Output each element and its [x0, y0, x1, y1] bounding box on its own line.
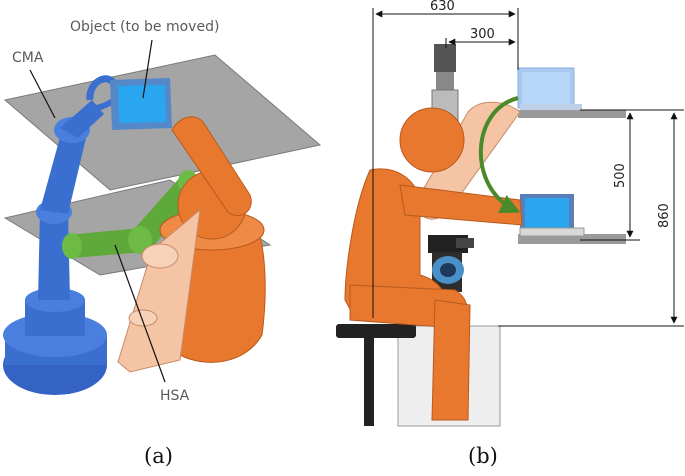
upper-shelf-b: [518, 110, 626, 118]
laptop-upper: [517, 67, 582, 110]
caption-b: (b): [468, 444, 498, 468]
human-a: [117, 116, 266, 373]
dim-300: 300: [470, 27, 495, 42]
panel-a: Object (to be moved) CMA HSA (a): [3, 19, 322, 468]
panel-b: 630 300 500 860 (b): [336, 0, 684, 468]
cma-robot: [3, 75, 123, 395]
dim-860: 860: [657, 203, 672, 228]
leader-hsa: [114, 244, 166, 383]
laptop-lower: [519, 194, 585, 237]
label-object: Object (to be moved): [70, 19, 219, 35]
dimension-lines: [372, 8, 684, 327]
motion-arrow: [478, 96, 521, 214]
label-cma: CMA: [12, 50, 44, 66]
dim-500: 500: [613, 163, 628, 188]
object-box: [110, 78, 172, 130]
lower-shelf-b: [518, 234, 626, 244]
label-hsa: HSA: [160, 388, 190, 404]
stool: [336, 324, 416, 426]
dim-630: 630: [430, 0, 455, 14]
human-b: [344, 101, 523, 421]
caption-a: (a): [144, 444, 173, 468]
leader-object: [142, 39, 153, 99]
leader-cma: [29, 69, 56, 119]
